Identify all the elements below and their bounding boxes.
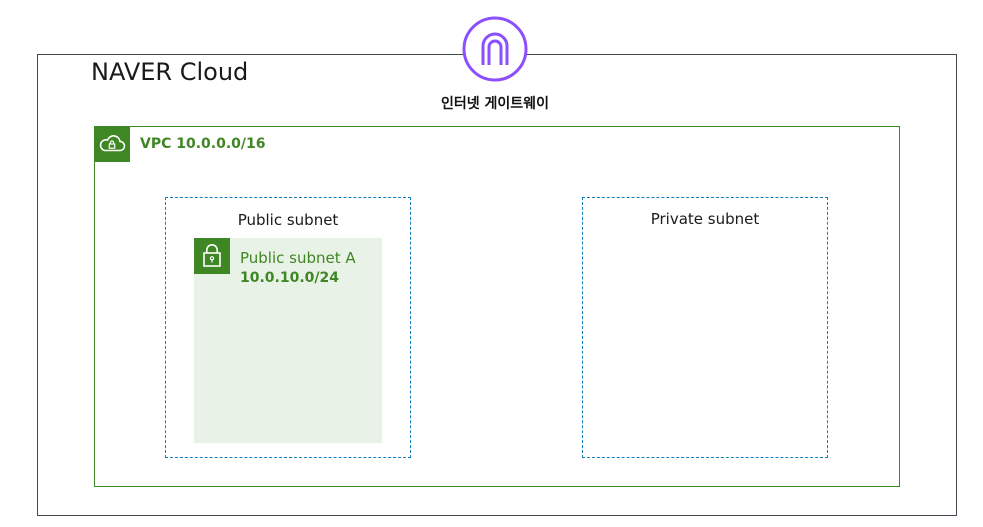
public-subnet-a-name: Public subnet A	[240, 249, 356, 267]
public-subnet-a-cidr: 10.0.10.0/24	[240, 270, 339, 286]
private-subnet-group-label: Private subnet	[650, 210, 760, 228]
padlock-icon	[194, 238, 230, 274]
internet-gateway-label: 인터넷 게이트웨이	[441, 96, 549, 112]
cloud-title: NAVER Cloud	[91, 58, 249, 86]
public-subnet-group-label: Public subnet	[237, 211, 339, 229]
cloud-lock-icon	[94, 126, 130, 162]
private-subnet-group	[582, 197, 828, 458]
public-subnet-group	[165, 197, 411, 458]
internet-gateway-icon	[462, 16, 528, 82]
vpc-label: VPC 10.0.0.0/16	[140, 136, 266, 152]
vpc-boundary	[94, 126, 900, 487]
